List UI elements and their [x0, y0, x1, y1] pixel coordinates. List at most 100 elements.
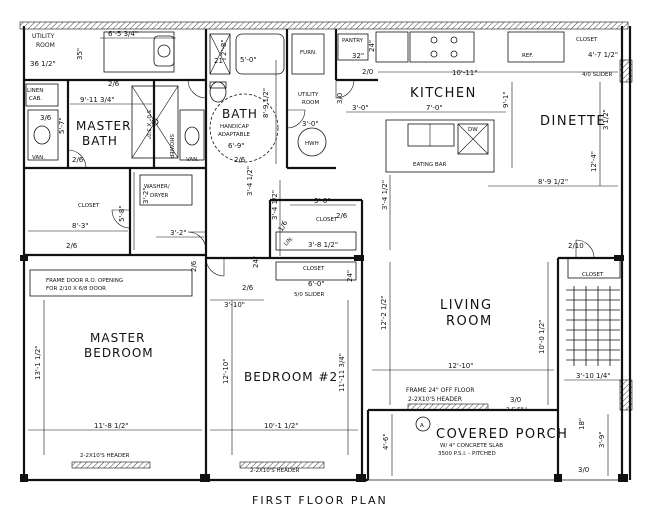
dim-24-a: 24" [368, 40, 376, 52]
sill-label: 2-C SILL [506, 407, 529, 413]
linen-label-1: LINEN [27, 88, 43, 94]
fixtures [25, 31, 621, 432]
dim-35: 35" [76, 48, 84, 60]
slider-kitchen-label: 4/0 SLIDER [582, 72, 612, 78]
dim-12-10-b: 12'-10" [448, 362, 473, 370]
dim-2-10: 2/10 [568, 242, 584, 250]
vanity-right-label: VAN. [186, 157, 199, 163]
dim-8-9-half: 8'-9 1/2" [262, 88, 270, 118]
door-swings [67, 79, 595, 277]
living-room-label-2: ROOM [446, 314, 493, 329]
dim-12-2-half: 12'-2 1/2" [380, 295, 388, 330]
frame-note-1: FRAME DOOR R.O. OPENING [46, 278, 123, 284]
porch-note-2: 3500 P.S.I. - PITCHED [438, 451, 496, 457]
utility-top-label-1: UTILITY [32, 33, 55, 40]
dim-4-7-half: 4'-7 1/2" [588, 51, 618, 59]
dim-2-0: 2/0 [362, 68, 373, 76]
frame-porch-note-2: 2-2X10'S HEADER [408, 396, 462, 403]
furnace-label: FURN. [300, 50, 317, 56]
dim-10-0-half: 10'-0 1/2" [538, 319, 546, 354]
bath-note-2: ADAPTABLE [218, 132, 251, 138]
covered-porch-label: COVERED PORCH [436, 427, 568, 442]
dim-36-half: 36 1/2" [30, 60, 56, 68]
dim-3-2-b: 3'-2" [170, 229, 187, 237]
dim-3-10: 3'-10" [224, 301, 245, 309]
plan-caption: FIRST FLOOR PLAN [252, 494, 388, 507]
header-bed2-label: 2-2X10'S HEADER [250, 468, 300, 474]
closet-right-label: CLOSET [582, 272, 604, 278]
dim-3-0-b: 3'-0" [352, 104, 369, 112]
dim-3-4-half-c: 3'-4 1/2" [381, 180, 389, 210]
dim-2-6-g: 2/6 [242, 284, 254, 292]
dim-3-2: 3'-2" [142, 187, 150, 204]
washer-label-2: DRYER [150, 193, 169, 199]
refrigerator-label: REF. [522, 53, 534, 59]
shower-size-label: 5'0" X 3'0" [145, 110, 151, 139]
dim-8-3: 8'-3" [72, 222, 89, 230]
living-room-label-1: LIVING [440, 298, 493, 313]
dim-12-10: 12'-10" [222, 359, 230, 384]
room-labels: UTILITY ROOM LINEN CAB. MASTER BATH BATH… [27, 33, 612, 474]
frame-porch-note-1: FRAME 24" OFF FLOOR [406, 387, 474, 394]
dim-24-c: 24" [346, 270, 354, 282]
frame-note-2: FOR 2/10 X 6/8 DOOR [46, 286, 106, 292]
master-bath-label-1: MASTER [76, 119, 131, 133]
bath-note-1: HANDICAP [220, 124, 249, 130]
bedroom-2-label: BEDROOM #2 [244, 370, 338, 384]
dim-3-0-c: 3'-0" [302, 120, 319, 128]
window-headers [71, 59, 633, 469]
dim-2-6-d: 2/6 [336, 212, 348, 220]
shower-label: SHOWER [168, 134, 174, 159]
dim-2-6-c: 2/6 [234, 156, 246, 164]
dim-5-8: 5'-8" [118, 205, 126, 222]
structural-posts [20, 255, 628, 482]
dim-11-11-3q: 11'-11 3/4" [338, 353, 346, 392]
porch-section-marker [415, 416, 431, 432]
porch-stairs [566, 286, 620, 366]
master-bedroom-label-1: MASTER [90, 331, 145, 345]
dim-3-8-half: 3'-8 1/2" [308, 241, 338, 249]
dimension-lines [28, 37, 620, 476]
linen-label-2: CAB. [29, 96, 42, 102]
master-bath-label-2: BATH [82, 134, 118, 148]
dim-3-0-e: 3/0 [578, 466, 589, 474]
dishwasher-label: DW [468, 127, 478, 133]
washer-label-1: WASHER/ [144, 184, 170, 190]
eating-bar-label: EATING BAR [413, 162, 446, 168]
water-heater-label: HWH [305, 141, 319, 147]
master-bedroom-label-2: BEDROOM [84, 346, 154, 360]
dim-3-9: 3'-9" [598, 431, 606, 448]
header-master-label: 2-2X10'S HEADER [80, 453, 130, 459]
dim-9-11-3q: 9'-11 3/4" [80, 96, 115, 104]
dim-3-0-a: 3/0 [336, 93, 344, 104]
closet-hall-label: CLOSET [316, 217, 338, 223]
dim-3-10-quarter: 3'-10 1/4" [576, 372, 611, 380]
porch-note-1: W/ 4" CONCRETE SLAB [440, 443, 503, 449]
dim-5-7: 5'-7" [58, 117, 66, 134]
dim-2-6-b: 2/6 [72, 156, 84, 164]
pantry-label: PANTRY [342, 38, 364, 44]
dim-11-8-half: 11'-8 1/2" [94, 422, 129, 430]
dim-12-4: 12'-4" [590, 151, 598, 172]
dim-3-0-d: 3/0 [510, 396, 521, 404]
dim-6-9: 6'-9" [228, 142, 245, 150]
dim-3-4-half-b: 3'-4 1/2" [271, 190, 279, 220]
dim-32: 32" [352, 52, 364, 60]
dim-7-0: 7'-0" [426, 104, 443, 112]
closet-master-label: CLOSET [78, 203, 100, 209]
dim-10-1-half: 10'-1 1/2" [264, 422, 299, 430]
linen-hall-label: LIN. [283, 236, 295, 248]
dim-3-1-half: 3'1/2" [602, 109, 610, 130]
dimension-texts: 36 1/2" 6'-5 3/4" 35" 2/6 21" 2'-8" 5'-0… [30, 30, 618, 474]
dim-10-11: 10'-11" [452, 69, 477, 77]
dim-6-5-3q: 6'-5 3/4" [108, 30, 138, 38]
dim-21: 21" [214, 57, 226, 65]
dim-5-0-b: 5'-0" [314, 197, 331, 205]
closet-top-label: CLOSET [576, 37, 598, 43]
kitchen-label: KITCHEN [410, 86, 477, 101]
dim-13-1-half: 13'-1 1/2" [34, 345, 42, 380]
porch-marker-label: A [420, 423, 424, 429]
slider-bed2-label: 5/0 SLIDER [294, 292, 324, 298]
utility-room-label-2: ROOM [302, 100, 319, 106]
